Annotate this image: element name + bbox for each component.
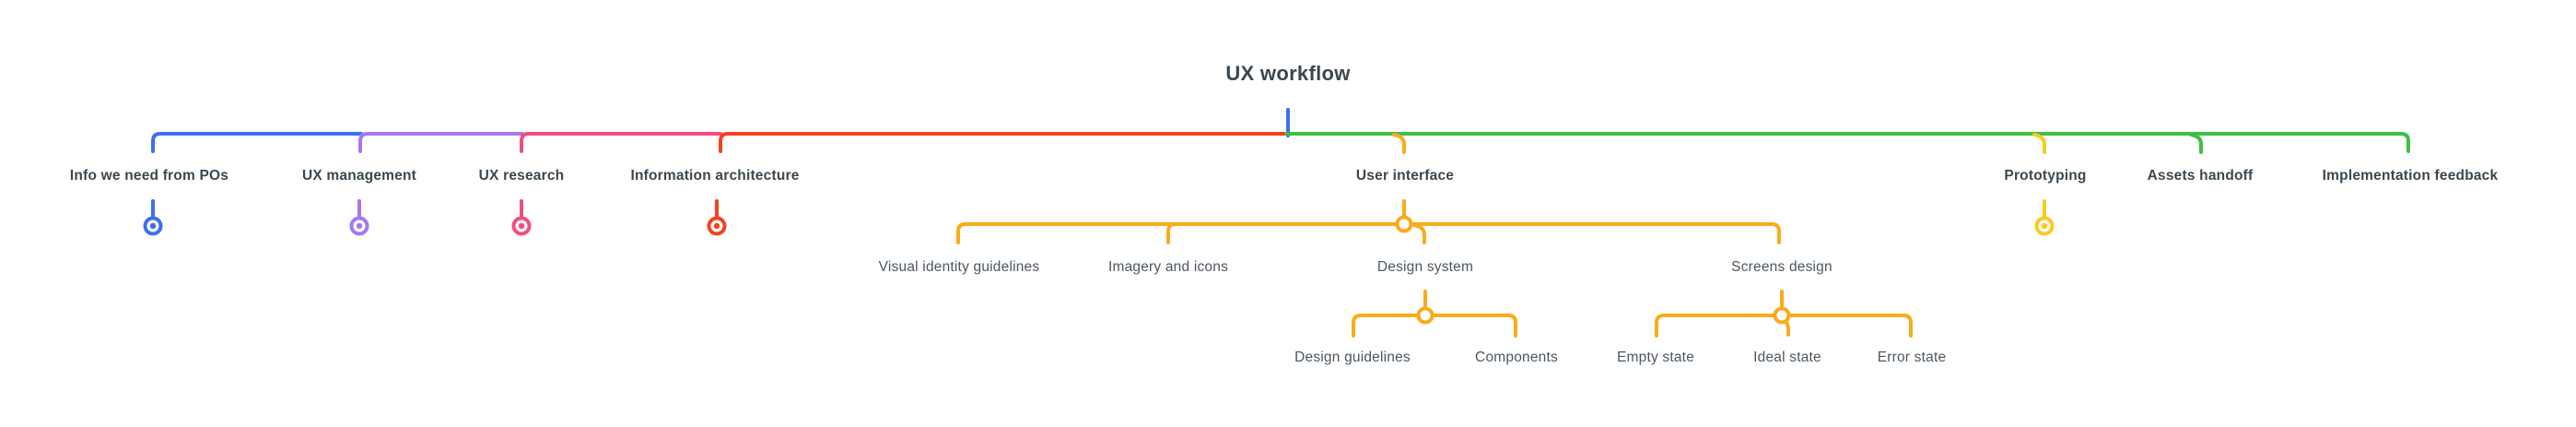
node-dot-prototyping (2041, 222, 2048, 230)
node-label-empty-state[interactable]: Empty state (1616, 350, 1695, 365)
node-dot-information-architecture (713, 222, 720, 230)
hook-imagery-and-icons (1166, 222, 1177, 244)
node-label-imagery-and-icons[interactable]: Imagery and icons (1107, 259, 1229, 275)
branch-hook-user-interface (1392, 133, 1406, 154)
node-label-user-interface[interactable]: User interface (1355, 168, 1455, 184)
node-label-visual-identity-guidelines[interactable]: Visual identity guidelines (878, 259, 1040, 275)
branch-line-information-architecture (719, 132, 1288, 153)
node-label-ux-management[interactable]: UX management (301, 168, 417, 184)
node-dot-info-we-need (149, 222, 157, 230)
node-dot-ux-research (518, 222, 525, 230)
hook-design-system (1412, 223, 1426, 244)
node-label-assets-handoff[interactable]: Assets handoff (2147, 168, 2254, 184)
branch-line-info-we-need (151, 132, 363, 153)
node-label-design-system[interactable]: Design system (1376, 259, 1474, 275)
level2-line (956, 222, 1781, 244)
node-label-error-state[interactable]: Error state (1877, 350, 1947, 365)
branch-hook-assets-handoff (2189, 133, 2203, 154)
branch-hook-prototyping (2032, 133, 2046, 154)
node-label-information-architecture[interactable]: Information architecture (630, 168, 800, 184)
junction-toggle-user-interface[interactable] (1395, 215, 1413, 233)
node-label-prototyping[interactable]: Prototyping (2004, 168, 2087, 184)
node-label-ideal-state[interactable]: Ideal state (1753, 350, 1821, 365)
node-label-ux-research[interactable]: UX research (478, 168, 565, 184)
branch-line-ux-management (358, 132, 524, 153)
node-label-design-guidelines[interactable]: Design guidelines (1294, 350, 1411, 365)
junction-toggle-design-system[interactable] (1416, 306, 1434, 325)
node-label-components[interactable]: Components (1475, 350, 1558, 365)
branch-line-right-green (1284, 132, 2410, 153)
branch-line-ux-research (520, 132, 722, 153)
root-node-title[interactable]: UX workflow (1225, 62, 1351, 85)
level3-line-design-system (1352, 314, 1517, 338)
junction-toggle-screens-design[interactable] (1773, 306, 1791, 325)
node-dot-ux-management (356, 222, 363, 230)
node-label-implementation-feedback[interactable]: Implementation feedback (2322, 168, 2499, 184)
node-label-info-we-need[interactable]: Info we need from POs (69, 168, 229, 184)
node-label-screens-design[interactable]: Screens design (1731, 259, 1832, 275)
